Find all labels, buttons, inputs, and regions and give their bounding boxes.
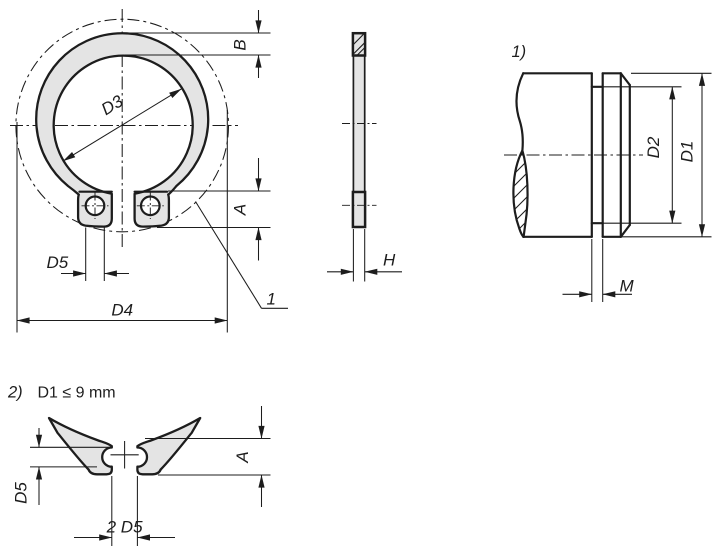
- ring-end-left: [47, 416, 113, 476]
- leader-1-line: [195, 201, 262, 309]
- detail-d5-label: D5: [12, 482, 31, 504]
- dim-d2-label: D2: [644, 136, 663, 158]
- detail-view-title: 2): [7, 384, 23, 402]
- dim-a-label: A: [231, 204, 250, 216]
- dim-h-label: H: [383, 251, 396, 270]
- front-view: D3 B A D5 D4 1: [10, 9, 288, 333]
- section-hatching: [352, 33, 366, 56]
- dim-d3-line: [62, 88, 182, 162]
- detail-2d5-label: 2 D5: [106, 518, 143, 537]
- detail-view-note: D1 ≤ 9 mm: [38, 385, 116, 402]
- detail-view: 2) D1 ≤ 9 mm D5 A 2 D5: [7, 384, 271, 546]
- ring-side-body-fill: [353, 34, 365, 226]
- dim-d5-label: D5: [47, 253, 69, 272]
- ring-side-lug-section: [351, 190, 367, 229]
- side-view: H: [327, 31, 402, 282]
- detail-a-label: A: [233, 451, 252, 463]
- dim-b-label: B: [231, 39, 250, 50]
- chamfer-diagonal-top: [619, 72, 631, 87]
- dim-m-label: M: [620, 277, 635, 296]
- break-hatching: [513, 150, 528, 237]
- shaft-break-crescent: [521, 149, 529, 238]
- leader-1-label: 1: [267, 290, 276, 309]
- shaft-view: 1) D2 D1: [504, 43, 712, 302]
- dim-d1-label: D1: [678, 141, 697, 163]
- ring-end-right: [136, 416, 202, 476]
- dim-d4-label: D4: [111, 301, 133, 320]
- chamfer-diagonal-bottom: [619, 223, 631, 238]
- shaft-view-title: 1): [512, 43, 527, 61]
